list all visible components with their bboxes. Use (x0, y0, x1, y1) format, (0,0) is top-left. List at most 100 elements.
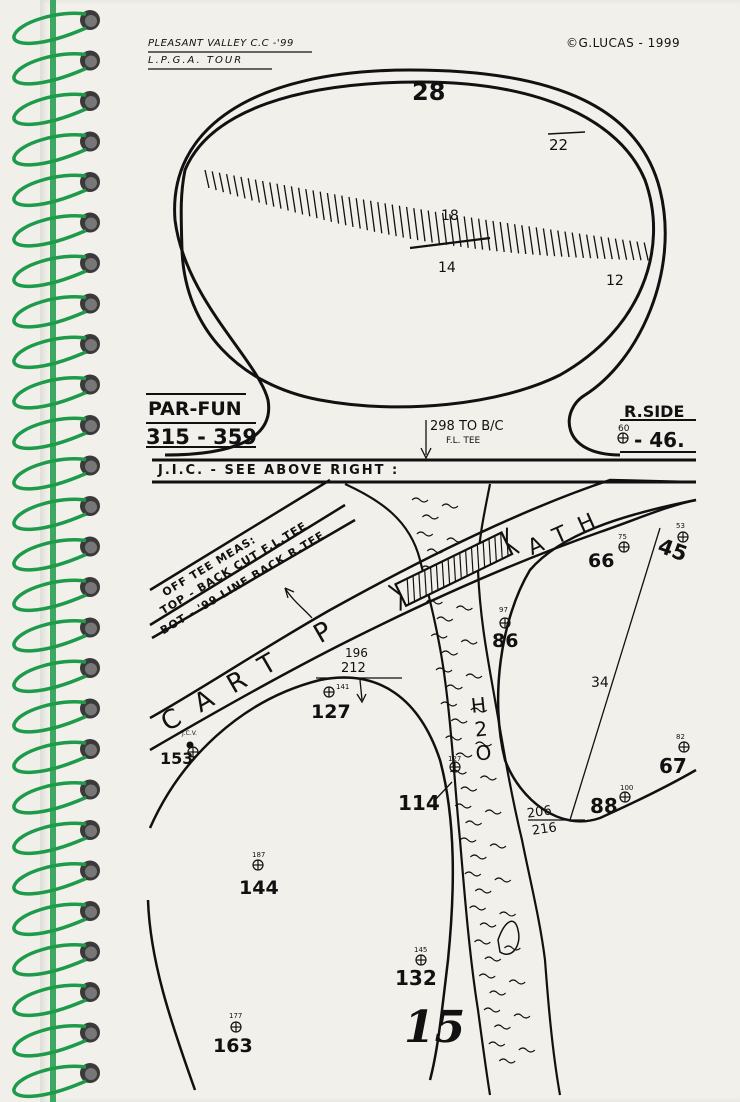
slope-hatch-line (326, 192, 333, 222)
slope-hatch-line (413, 208, 419, 241)
dist-114: 114 (398, 791, 440, 815)
slope-hatch-line (585, 234, 592, 259)
dist-66: 66 (588, 550, 615, 572)
binding-hole-inner (85, 703, 97, 716)
water-wave (446, 684, 463, 690)
binding-hole-inner (85, 1027, 97, 1040)
water-wave (459, 837, 477, 843)
water-wave (469, 905, 486, 911)
water-wave (436, 616, 454, 622)
green-inner-outline (179, 80, 656, 409)
binding-hole-inner (85, 906, 97, 918)
jcv-label: J.C.V. (182, 730, 198, 737)
tee-note-line2: F.L. TEE (446, 436, 481, 446)
dist-132: 132 (395, 966, 437, 990)
water-wave (475, 741, 492, 747)
bridge-plank (500, 532, 503, 559)
slope-hatch-line (333, 194, 340, 224)
slope-hatch-line (240, 176, 246, 199)
water-wave (484, 956, 502, 962)
bridge-plank (406, 578, 410, 605)
binding-coil (12, 376, 87, 410)
water-wave (416, 531, 434, 537)
bridge-plank (482, 541, 486, 568)
dist-177-small: 177 (229, 1012, 243, 1020)
binding-hole-inner (85, 663, 97, 675)
water-wave (435, 667, 453, 673)
binding-hole-inner (85, 865, 97, 878)
slope-hatch-line (362, 199, 369, 231)
binding-hole-inner (85, 946, 97, 959)
slope-hatch-line (449, 214, 455, 246)
water-wave (474, 939, 491, 945)
dist-153: 153 (160, 749, 194, 768)
slope-hatch-line (607, 237, 613, 260)
slope-hatch-line (492, 220, 498, 252)
binding-coil (12, 214, 87, 248)
binding-coil (12, 943, 87, 977)
water-wave (411, 497, 429, 503)
binding-hole-inner (85, 298, 97, 311)
dist-53-small: 53 (676, 522, 685, 530)
binding-hole-inner (85, 15, 97, 27)
binding-coil (12, 295, 87, 329)
dist-212: 212 (341, 661, 366, 676)
slope-hatch-line (434, 211, 441, 244)
binding-coil (12, 133, 87, 167)
dist-145-small: 145 (414, 946, 428, 954)
binding-coil (12, 821, 87, 856)
binding-hole-inner (85, 55, 97, 68)
water-wave (450, 769, 467, 775)
slope-hatch-line (348, 196, 354, 228)
yardage-sheet (40, 0, 740, 1102)
slope-hatch-line (549, 229, 556, 257)
binding-coil (12, 11, 87, 46)
water-wave (430, 633, 448, 639)
water-wave (426, 599, 443, 605)
slope-hatch-line (477, 218, 484, 250)
bridge-plank (441, 561, 445, 588)
binding-hole-inner (85, 1068, 97, 1080)
slope-hatch-line (535, 227, 541, 256)
slope-hatch-line (578, 233, 585, 258)
slope-hatch-line (218, 172, 225, 193)
jic-note: J.I.C. - SEE ABOVE RIGHT : (158, 463, 400, 478)
binding-coil (12, 52, 87, 86)
slope-hatch-line (420, 209, 426, 242)
slope-hatch-line (355, 198, 361, 229)
dist-100-small: 100 (620, 784, 634, 792)
slope-hatch-line (297, 187, 304, 215)
water-wave (460, 639, 478, 645)
binding-hole-inner (85, 825, 97, 837)
dist-187-small: 187 (252, 851, 266, 859)
dist-141-small: 141 (336, 683, 350, 691)
binding-coil (12, 983, 87, 1018)
hole-number: 15 (404, 1002, 466, 1053)
green-middle: 18 (441, 208, 459, 224)
water-wave (441, 503, 459, 509)
green-outer-outline (164, 68, 667, 457)
water-wave (484, 809, 502, 815)
water-wave (494, 877, 512, 883)
binding-coil (12, 659, 87, 694)
slope-hatch-line (463, 216, 469, 248)
slope-hatch-line (384, 203, 390, 235)
slope-hatch-line (593, 235, 599, 259)
bridge-plank (476, 544, 480, 571)
water-wave (456, 605, 473, 611)
bridge-plank (429, 567, 433, 594)
bridge-plank (453, 555, 457, 582)
dist-97-small: 97 (499, 606, 508, 614)
par-range: 315 - 359 (146, 425, 258, 449)
binding-hole-inner (85, 501, 97, 513)
green-right-edge: 22 (549, 136, 569, 154)
water-wave (483, 1007, 501, 1013)
binding-hole-inner (85, 582, 97, 594)
slope-hatch-line (571, 232, 577, 258)
dist-127-small: 127 (448, 755, 462, 763)
bridge-plank (470, 547, 474, 574)
water-wave (455, 752, 473, 758)
dist-82-small: 82 (676, 733, 685, 741)
binding-hole-inner (85, 379, 97, 392)
binding-coil (12, 457, 87, 491)
